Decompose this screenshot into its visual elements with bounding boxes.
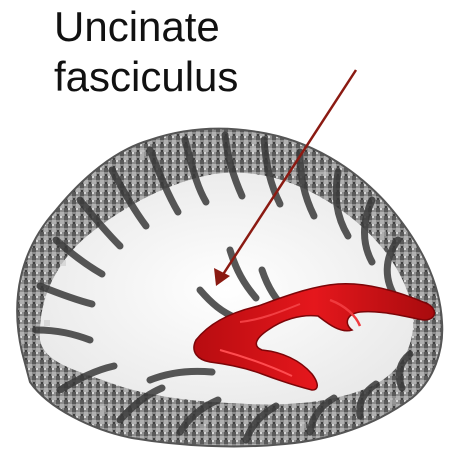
brain-mri-scene (0, 0, 472, 476)
